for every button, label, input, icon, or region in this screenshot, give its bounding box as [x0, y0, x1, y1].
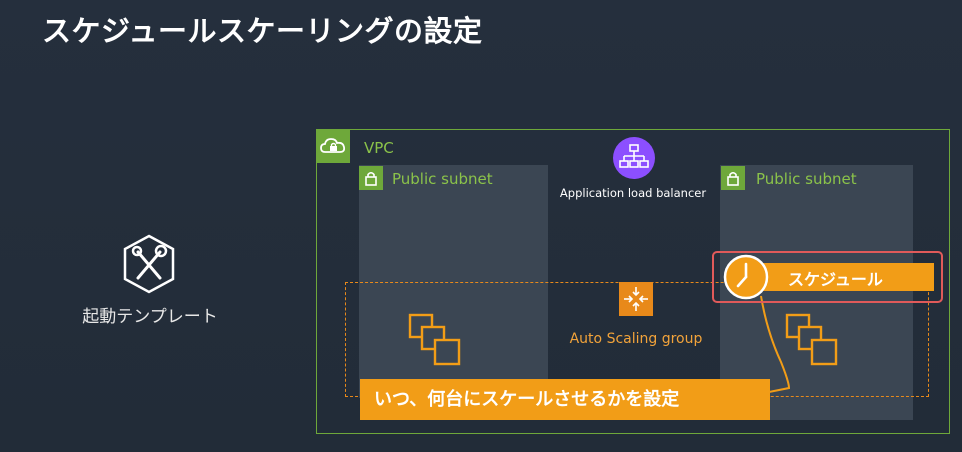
subnet-label: Public subnet [392, 170, 493, 188]
lock-icon [359, 166, 383, 190]
tools-hexagon-icon [123, 234, 175, 294]
callout-connector [760, 295, 791, 393]
lock-icon [721, 166, 745, 190]
schedule-label: スケジュール [788, 270, 883, 289]
callout-bar [360, 379, 770, 420]
callout-text: いつ、何台にスケールさせるかを設定 [374, 389, 680, 410]
clock-icon [723, 254, 769, 300]
page-title: スケジュールスケーリングの設定 [42, 14, 483, 48]
subnet-label: Public subnet [756, 170, 857, 188]
launch-template-label: 起動テンプレート [82, 307, 218, 327]
instances-icon [408, 313, 461, 366]
load-balancer-icon [613, 137, 655, 179]
load-balancer-label: Application load balancer [559, 186, 707, 200]
schedule-highlight [712, 251, 943, 303]
instances-icon [785, 313, 838, 366]
vpc-container [316, 129, 950, 434]
cloud-lock-icon [316, 129, 350, 163]
schedule-bar [736, 263, 934, 291]
vpc-label: VPC [364, 139, 394, 157]
auto-scaling-group-label: Auto Scaling group [569, 331, 703, 347]
scaling-arrows-icon [619, 282, 653, 316]
